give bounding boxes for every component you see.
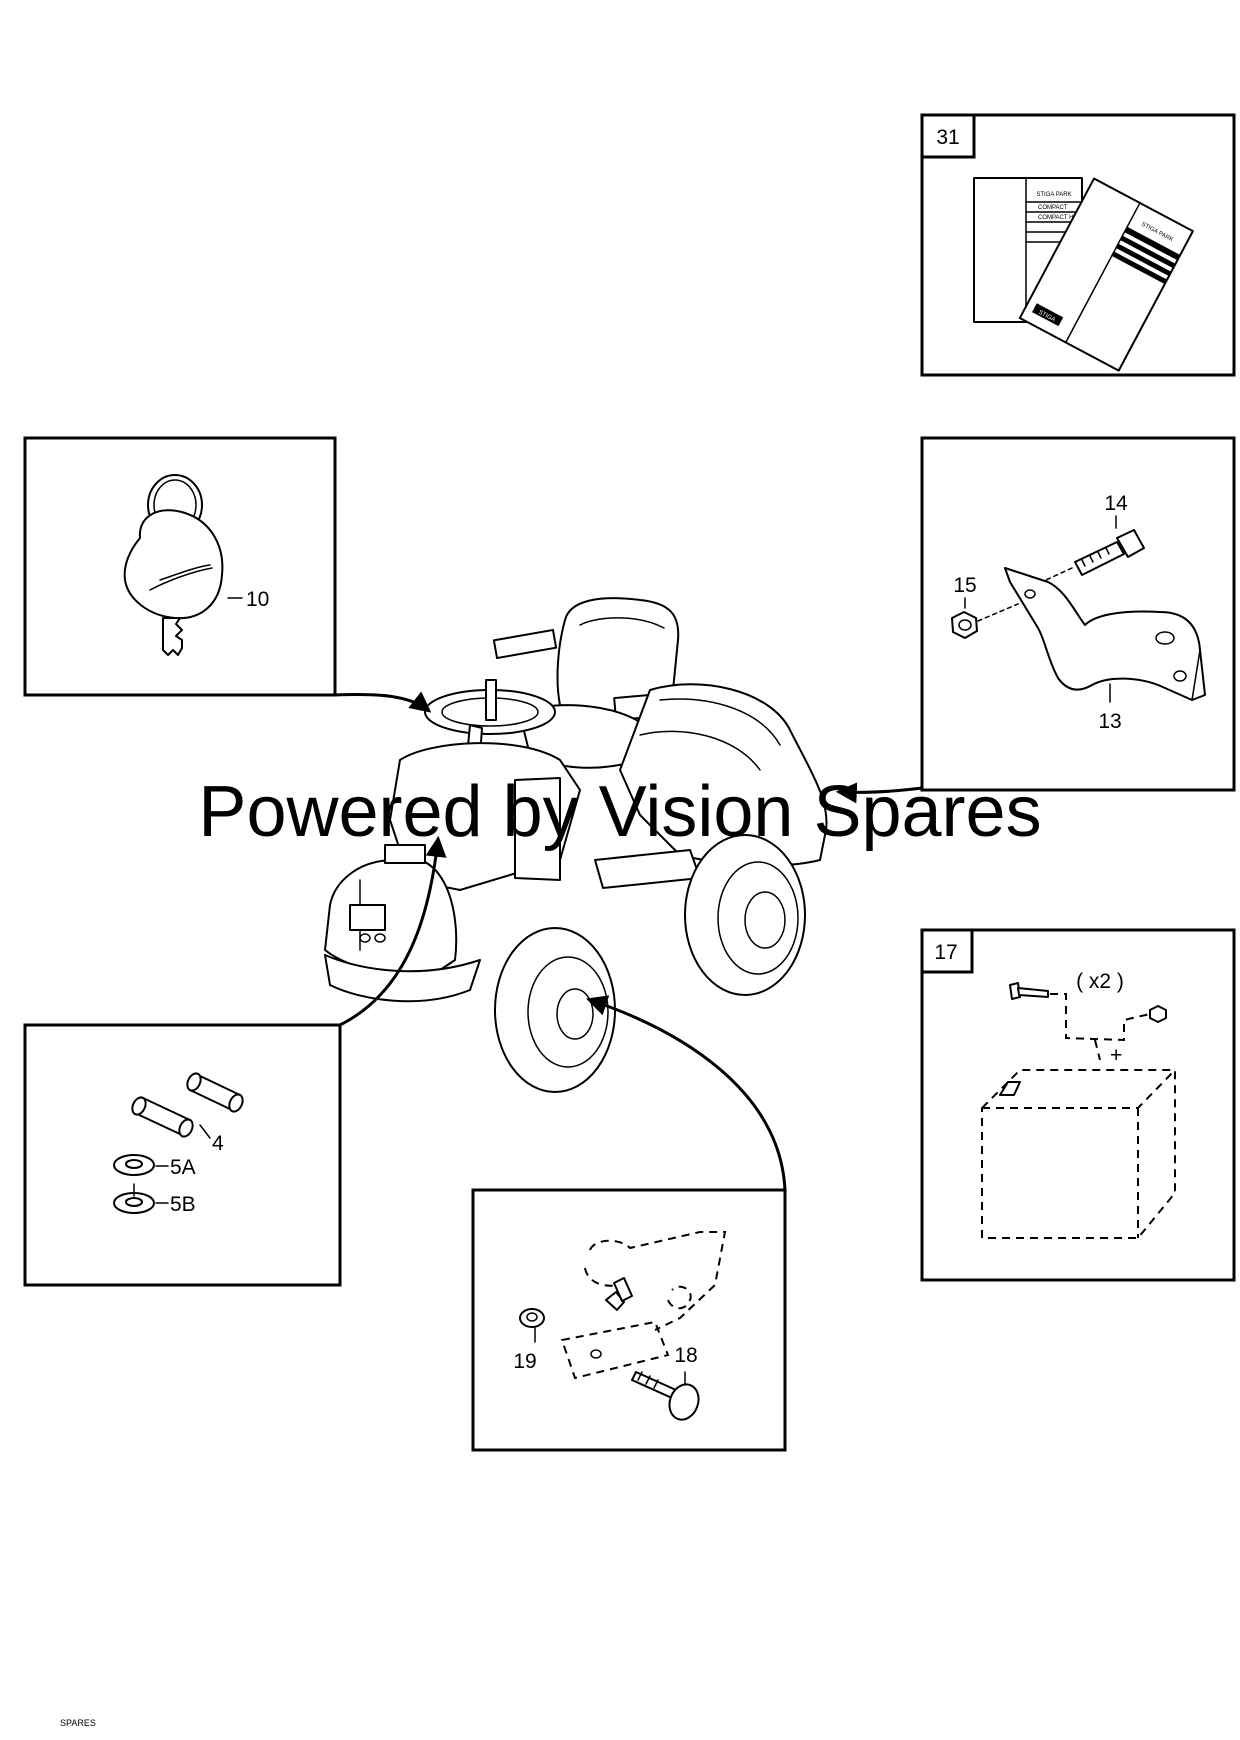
battery-nut-icon (1149, 1005, 1167, 1023)
ref-number-box (920, 113, 976, 159)
washer-b-icon (113, 1183, 155, 1214)
axle-assembly-icon (560, 1231, 727, 1380)
part-18-label: 18 (674, 1344, 697, 1367)
footer-ghost-text: SPARES (60, 1718, 96, 1728)
pins-box: 4 5A 5B (23, 1023, 342, 1287)
leader-pins (339, 835, 447, 1027)
manual-booklet-icon: STIGA PARK STIGA (1018, 177, 1194, 372)
battery-box: 17 ( x2 ) + (920, 928, 1236, 1282)
part-14-label: 14 (1104, 492, 1128, 515)
washer-a-icon (113, 1154, 155, 1176)
part-15-label: 15 (953, 574, 976, 597)
quantity-label: ( x2 ) (1076, 970, 1124, 993)
carriage-bolt-icon (631, 1371, 700, 1421)
manuals-box: 31 STIGA PARK COMPACT COMPACT HST STIGA … (920, 113, 1236, 377)
battery-plus-sign: + (1110, 1044, 1122, 1067)
flange-nut-icon (519, 1308, 545, 1328)
ref-number-box (920, 928, 974, 974)
part-19-label: 19 (513, 1350, 536, 1373)
key-box: 10 (23, 436, 337, 697)
part-4-label: 4 (212, 1132, 224, 1155)
pin-icon (131, 1072, 244, 1138)
mounting-bracket-icon (1004, 567, 1206, 701)
part-10-label: 10 (246, 588, 269, 611)
manual-line-compact-hst: COMPACT HST (1038, 215, 1081, 221)
part-13-label: 13 (1098, 710, 1121, 733)
manual-line-compact: COMPACT (1038, 205, 1068, 211)
leader-key (334, 691, 432, 713)
part-5a-label: 5A (170, 1156, 196, 1179)
ref-31-label: 31 (936, 126, 959, 149)
watermark: Powered by Vision Spares (198, 772, 1041, 852)
part-5b-label: 5B (170, 1193, 196, 1216)
leader-bracket (835, 782, 923, 804)
leader-axle (586, 995, 787, 1191)
bolt-icon (1074, 529, 1145, 576)
axle-box: 19 18 (471, 1188, 787, 1452)
ref-17-label: 17 (934, 941, 957, 964)
battery-icon: + (981, 1044, 1176, 1239)
ignition-key-icon (123, 474, 224, 656)
nut-icon (951, 611, 978, 639)
manual-title: STIGA PARK (1036, 192, 1071, 198)
bracket-box: 14 15 13 (920, 436, 1236, 792)
battery-bolt-icon (1009, 982, 1049, 1000)
